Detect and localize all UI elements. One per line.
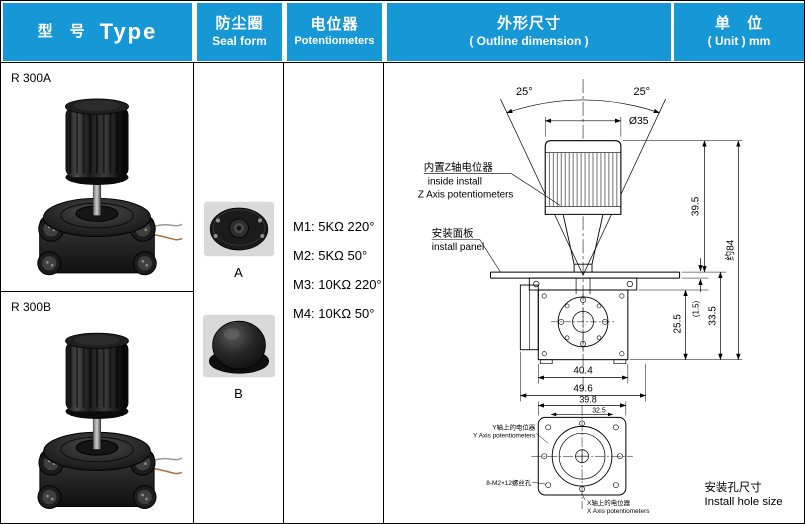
- model-cell-r300b: R 300B: [1, 292, 193, 522]
- install-hole-title-en: Install hole size: [704, 496, 782, 508]
- potentiometer-list: M1: 5KΩ 220° M2: 5KΩ 50° M3: 10KΩ 220° M…: [284, 63, 383, 321]
- header-unit: 单 位 ( Unit ) mm: [674, 3, 804, 61]
- column-potentiometers: M1: 5KΩ 220° M2: 5KΩ 50° M3: 10KΩ 220° M…: [284, 63, 384, 523]
- header-unit-en: ( Unit ) mm: [707, 33, 771, 48]
- callout-install-panel: 安装面板 install panel: [431, 226, 501, 273]
- dim-bottom: 40.4 49.6: [520, 351, 647, 402]
- dim-84: 约84: [723, 239, 736, 260]
- install-panel-outline: [489, 271, 681, 279]
- dim-diameter-35: Ø35: [544, 116, 649, 137]
- dim-1-5: (1.5): [692, 300, 701, 317]
- dim-33-5: 33.5: [707, 306, 718, 326]
- dim-diameter-label: Ø35: [629, 116, 649, 127]
- knob-outline: [544, 140, 622, 215]
- header-unit-cn: 单 位: [714, 15, 763, 33]
- header-potentiometers: 电位器 Potentiometers: [287, 3, 382, 61]
- z-axis-leader-line: [423, 173, 561, 206]
- model-label-r300b: R 300B: [11, 300, 52, 314]
- pot-option-m1: M1: 5KΩ 220°: [293, 219, 375, 234]
- stem-outline: [562, 214, 604, 294]
- seal-photo-a: [203, 201, 274, 257]
- dim-right-chain: 39.5 (1.5) 25.5 33.5 约84: [673, 140, 741, 360]
- pot-option-m2: M2: 5KΩ 50°: [293, 248, 368, 263]
- header-type: 型 号 Type: [3, 3, 192, 61]
- body-outline: [519, 277, 638, 365]
- header-type-cn: 型 号: [37, 22, 86, 40]
- header-outline-dimension: 外形尺寸 ( Outline dimension ): [387, 3, 671, 61]
- x-axis-pot-label-cn: X轴上的电位器: [587, 498, 631, 507]
- seal-label-b: B: [234, 386, 243, 401]
- seal-label-a: A: [234, 265, 243, 280]
- header-type-en: Type: [99, 19, 158, 45]
- install-hole-title-cn: 安装孔尺寸: [704, 480, 761, 494]
- z-axis-label-cn: 内置Z轴电位器: [424, 161, 494, 174]
- angle-left-label: 25°: [516, 86, 533, 98]
- table-header: 型 号 Type 防尘圈 Seal form 电位器 Potentiometer…: [1, 1, 804, 63]
- joystick-photo-r300b: [37, 332, 183, 509]
- y-axis-pot-label-en: Y Axis potentiometers: [473, 432, 535, 439]
- panel-leader-line: [431, 238, 501, 273]
- column-seal-form: A B: [194, 63, 284, 523]
- header-seal-en: Seal form: [212, 33, 267, 48]
- header-outline-en: ( Outline dimension ): [469, 33, 589, 48]
- column-type: R 300A: [1, 63, 194, 523]
- dim-25-5: 25.5: [673, 314, 684, 334]
- header-outline-cn: 外形尺寸: [496, 15, 561, 33]
- header-pot-en: Potentiometers: [294, 34, 375, 47]
- x-axis-leader-line: [581, 493, 586, 501]
- header-seal-form: 防尘圈 Seal form: [197, 3, 282, 61]
- y-axis-leader-line: [536, 433, 549, 444]
- tilt-angle-lines: [500, 98, 666, 276]
- panel-label-cn: 安装面板: [432, 226, 474, 239]
- dim-39-8: 39.8: [579, 394, 596, 404]
- column-outline-dimension: 25° 25°: [384, 63, 804, 523]
- z-axis-label-en2: Z Axis potentiometers: [418, 189, 514, 200]
- y-axis-pot-label-cn: Y轴上的电位器: [492, 422, 536, 431]
- header-pot-cn: 电位器: [310, 15, 359, 33]
- model-label-r300a: R 300A: [11, 71, 52, 85]
- joystick-photo-r300a: [37, 98, 183, 276]
- dim-39-5: 39.5: [691, 196, 702, 216]
- header-seal-cn: 防尘圈: [215, 15, 264, 33]
- dim-40-4: 40.4: [573, 366, 593, 377]
- panel-label-en: install panel: [432, 242, 484, 253]
- outline-dimension-drawing: 25° 25°: [418, 79, 783, 515]
- dim-32-5: 32.5: [592, 407, 606, 414]
- dim-49-6: 49.6: [573, 384, 593, 395]
- z-axis-label-en1: inside install: [428, 177, 482, 188]
- x-axis-pot-label-en: X Axis potentiometers: [587, 508, 649, 515]
- seal-photo-b: [202, 314, 275, 378]
- angle-right-label: 25°: [633, 86, 650, 98]
- pot-option-m3: M3: 10KΩ 220°: [293, 277, 382, 292]
- screw-leader-line: [532, 481, 546, 485]
- callout-z-axis: 内置Z轴电位器 inside install Z Axis potentiome…: [418, 161, 561, 206]
- install-hole-drawing: 39.8 32.5 Y轴上的电位器 Y Axis potentiometers …: [473, 394, 783, 514]
- model-cell-r300a: R 300A: [1, 63, 193, 292]
- screw-hole-note: 8-M2×12螺丝孔: [486, 478, 532, 487]
- pot-option-m4: M4: 10KΩ 50°: [293, 306, 375, 321]
